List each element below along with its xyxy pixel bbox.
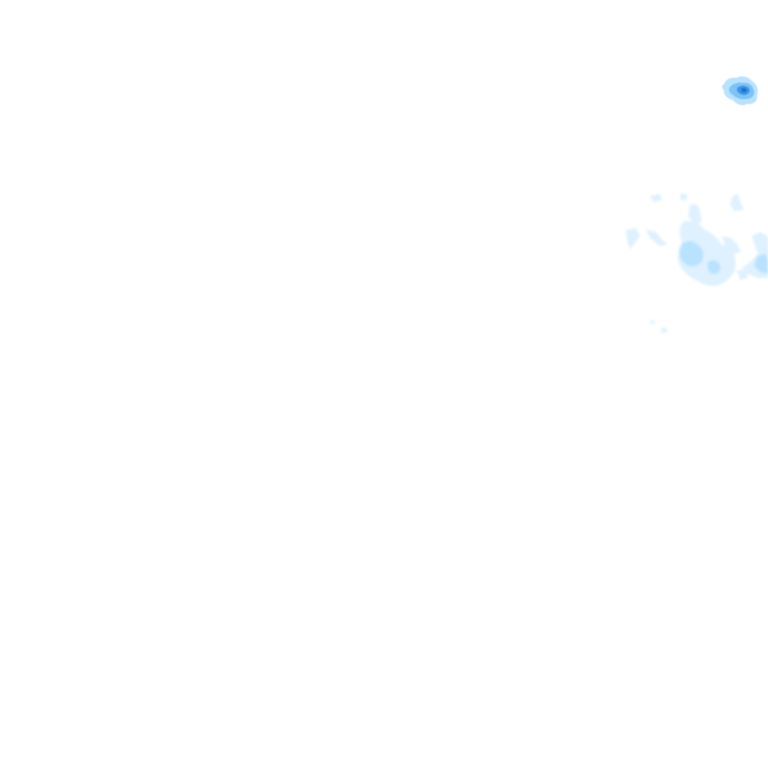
echo-patch [626,228,640,249]
echo-patch [646,229,668,246]
echo-patch [730,194,744,211]
echo-patch [679,241,704,267]
echo-speck [661,327,667,333]
echo-patch [680,193,688,201]
echo-patch [707,260,721,274]
echo-patch [688,204,702,224]
echo-patch [737,270,748,280]
precipitation-cell-northeast [722,76,758,106]
echo-patch [754,254,768,274]
cell-core-inner [741,87,747,93]
echo-patch [650,194,662,202]
precipitation-field-east [626,193,768,333]
echo-patch [722,236,741,254]
echo-patch [677,220,736,286]
echo-speck [650,320,655,324]
